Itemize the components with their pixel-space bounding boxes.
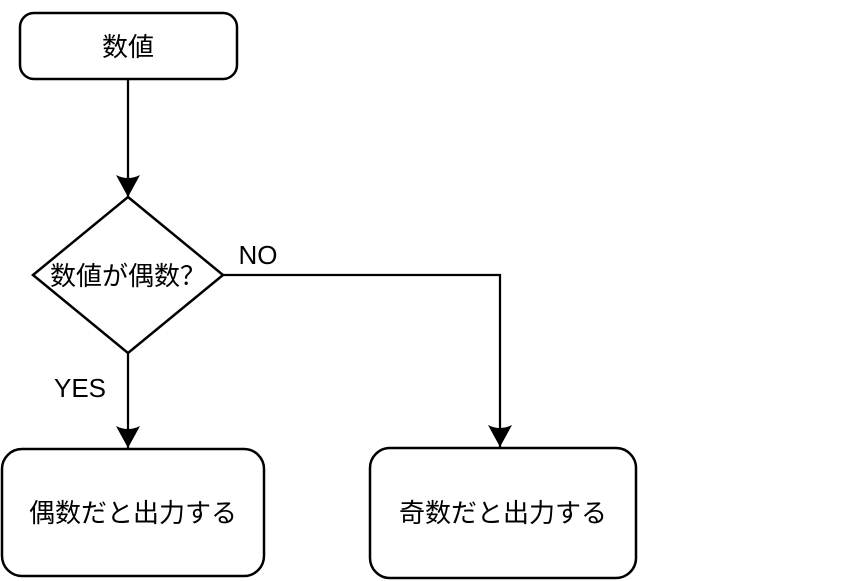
start-node-label: 数値 — [102, 32, 154, 62]
even-output-node-label: 偶数だと出力する — [29, 498, 237, 528]
odd-output-node — [368, 446, 638, 580]
even-output-node — [0, 447, 266, 578]
start-node — [18, 11, 239, 81]
yes-edge-label: YES — [54, 373, 106, 403]
decision-node-label: 数値が偶数？ — [50, 261, 206, 291]
decision-node — [31, 195, 225, 355]
edge-decision-to-odd — [223, 273, 512, 447]
odd-output-node-label: 奇数だと出力する — [399, 498, 607, 528]
no-edge-label: NO — [239, 240, 278, 270]
